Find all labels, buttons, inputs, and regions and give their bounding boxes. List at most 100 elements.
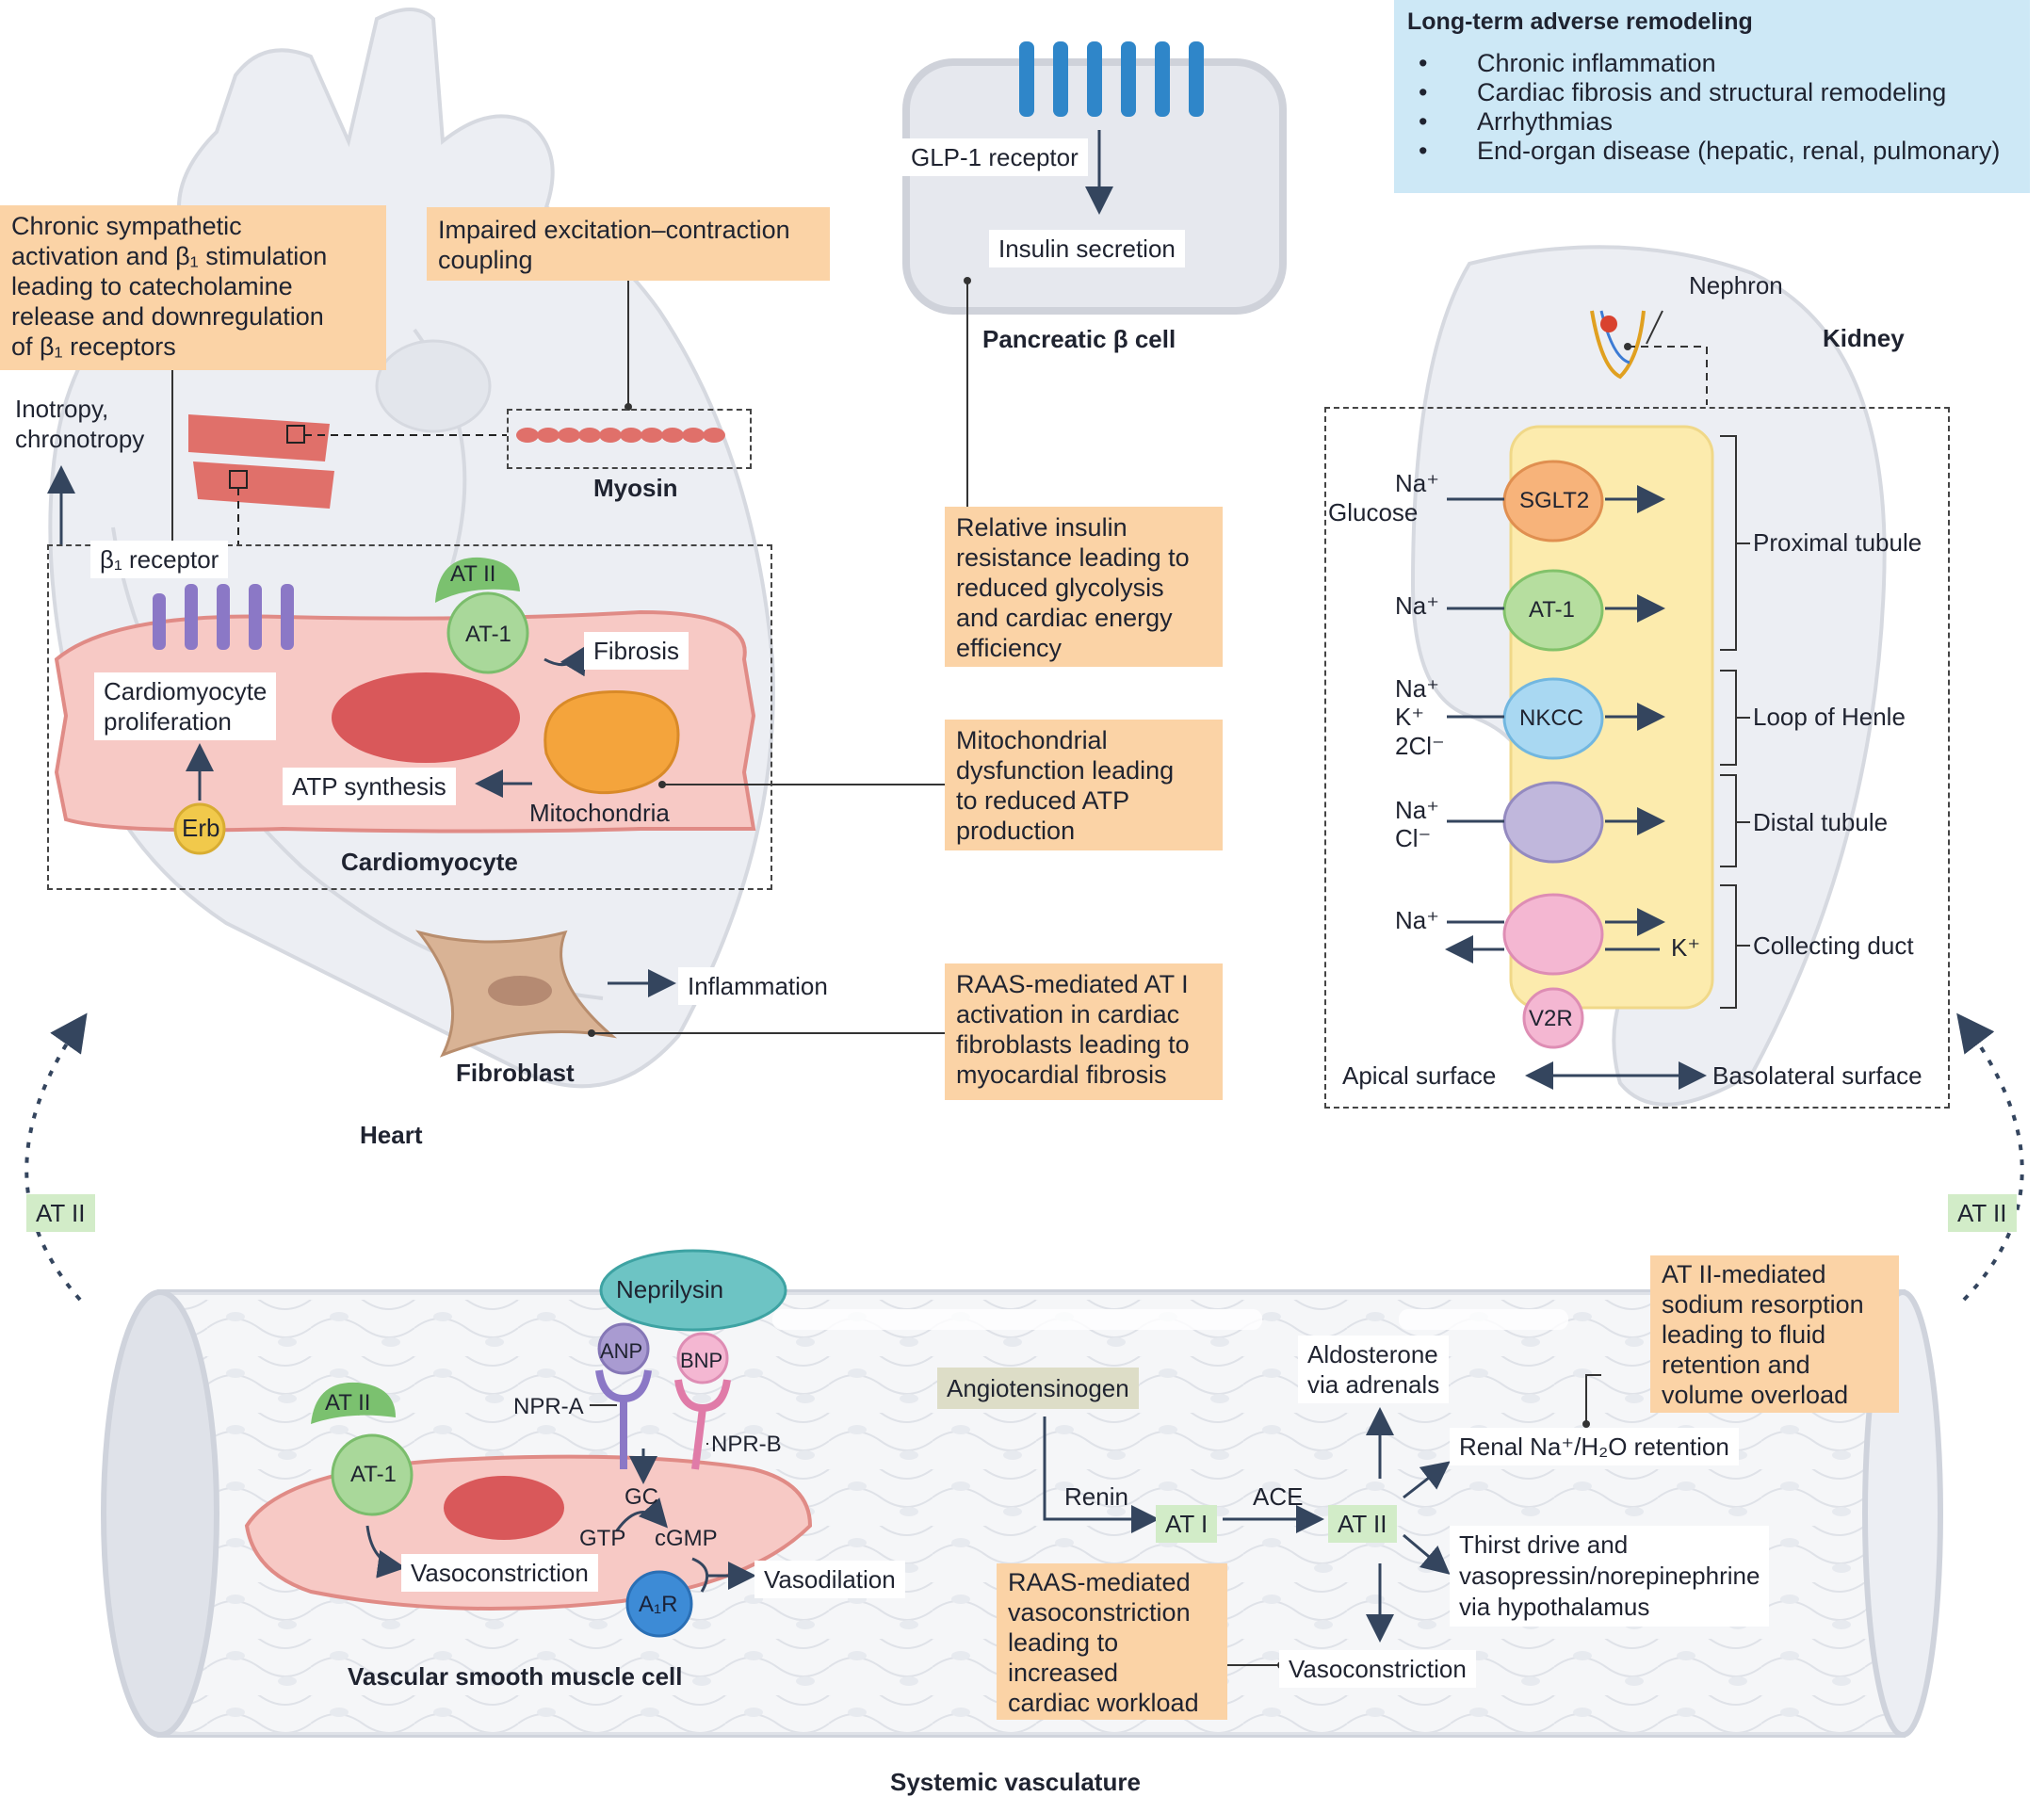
heart-title: Heart — [360, 1121, 423, 1149]
cardio-at1-label: AT-1 — [465, 622, 511, 647]
neprilysin-enzyme — [599, 1249, 787, 1332]
segment-label: Loop of Henle — [1753, 703, 1906, 731]
at1-transporter — [1502, 569, 1604, 652]
at1-receptor — [446, 591, 529, 674]
myosin-frame — [507, 409, 752, 469]
ion-label: Cl⁻ — [1395, 824, 1432, 852]
segment-label: Collecting duct — [1753, 931, 1914, 960]
anp-label: ANP — [600, 1339, 643, 1363]
ion-label: Na⁺ — [1395, 796, 1439, 824]
inflammation-label: Inflammation — [678, 967, 837, 1005]
fibroblast-label: Fibroblast — [456, 1059, 575, 1087]
adverse-item: •Cardiac fibrosis and structural remodel… — [1419, 78, 1947, 106]
apical-surface-label: Apical surface — [1342, 1061, 1497, 1090]
nprb-label: NPR-B — [711, 1432, 782, 1457]
anp-ligand — [597, 1322, 650, 1375]
adverse-item: •Chronic inflammation — [1419, 49, 1716, 77]
gtp-label: GTP — [579, 1526, 626, 1551]
angiotensinogen-label: Angiotensinogen — [937, 1368, 1139, 1409]
adverse-item: •End-organ disease (hepatic, renal, pulm… — [1419, 137, 2001, 165]
segment-label: Proximal tubule — [1753, 528, 1922, 557]
renin-label: Renin — [1064, 1482, 1128, 1511]
myosin-chain — [516, 428, 725, 443]
basolateral-surface-label: Basolateral surface — [1712, 1061, 1922, 1090]
sglt2-transporter — [1502, 460, 1604, 542]
collecting-transporter — [1502, 893, 1604, 976]
cardiomyocyte-frame — [47, 544, 772, 890]
vsmc-at1-label: AT-1 — [350, 1462, 397, 1487]
atp-synthesis-label: ATP synthesis — [283, 768, 456, 805]
ion-label: K⁺ — [1671, 933, 1701, 962]
adverse-item: •Arrhythmias — [1419, 107, 1614, 136]
beta1-receptor-label: β₁ receptor — [90, 541, 229, 578]
inotropy-label: Inotropy,chronotropy — [15, 395, 145, 453]
bnp-label: BNP — [680, 1349, 723, 1372]
insulin-secretion-label: Insulin secretion — [989, 230, 1185, 267]
bnp-ligand — [676, 1332, 729, 1384]
ec-coupling-box: Impaired excitation–contraction coupling — [427, 207, 830, 281]
nkcc-label: NKCC — [1519, 705, 1584, 731]
ion-label: Na⁺ — [1395, 674, 1439, 703]
vsmc-at2-label: AT II — [325, 1390, 371, 1416]
beta1-receptor-helices — [153, 584, 294, 650]
kidney-frame — [1324, 407, 1950, 1109]
pancreatic-title: Pancreatic β cell — [982, 325, 1176, 353]
ion-label: K⁺ — [1395, 703, 1425, 731]
mitochondria-label: Mitochondria — [529, 799, 670, 827]
nucleus — [332, 672, 520, 763]
kidney-at1-label: AT-1 — [1529, 597, 1575, 623]
ion-label: 2Cl⁻ — [1395, 732, 1445, 760]
at2-node: AT II — [1328, 1505, 1397, 1543]
ion-label: Na⁺ — [1395, 469, 1439, 497]
glp1-receptor-label: GLP-1 receptor — [901, 138, 1088, 176]
vsmc-at2-cap — [311, 1382, 396, 1424]
sglt2-label: SGLT2 — [1519, 488, 1590, 513]
cardiomyocyte-label: Cardiomyocyte — [341, 848, 518, 876]
a1r-label: A₁R — [639, 1592, 678, 1617]
vsmc-at1-receptor — [331, 1433, 414, 1516]
vsmc-nucleus — [444, 1476, 564, 1540]
gc-label: GC — [625, 1484, 658, 1510]
vsmc-vasoconstriction-label: Vasoconstriction — [401, 1554, 598, 1592]
mitochondrion — [543, 690, 680, 795]
nephron-glyph — [1590, 310, 1646, 380]
fibroblast-nucleus — [488, 976, 552, 1006]
at2-cap — [435, 557, 520, 603]
myosin-label: Myosin — [593, 474, 678, 502]
erb-label: Erb — [182, 814, 220, 842]
kidney-title: Kidney — [1823, 324, 1905, 352]
adverse-title: Long-term adverse remodeling — [1407, 8, 1753, 35]
erb-circle — [173, 802, 226, 855]
neprilysin-label: Neprilysin — [616, 1275, 724, 1303]
at1-node: AT I — [1156, 1505, 1218, 1543]
ace-label: ACE — [1253, 1482, 1304, 1511]
ion-label: Na⁺ — [1395, 591, 1439, 620]
nephron-label: Nephron — [1689, 271, 1783, 300]
cgmp-label: cGMP — [655, 1526, 718, 1551]
at2-right-badge: AT II — [1948, 1194, 2017, 1232]
ion-label: Glucose — [1328, 498, 1419, 526]
renal-retention-label: Renal Na⁺/H₂O retention — [1450, 1428, 1739, 1465]
segment-label: Distal tubule — [1753, 808, 1889, 836]
adverse-remodeling-box: Long-term adverse remodeling •Chronic in… — [1394, 0, 2030, 193]
v2r-receptor — [1522, 987, 1584, 1049]
fibrosis-label: Fibrosis — [584, 632, 689, 670]
ion-label: Na⁺ — [1395, 906, 1439, 934]
vasculature-title: Systemic vasculature — [890, 1768, 1141, 1796]
vasoconstriction-label: Vasoconstriction — [1279, 1650, 1476, 1688]
v2r-label: V2R — [1529, 1006, 1573, 1031]
sympathetic-box: Chronic sympathetic activation and β₁ st… — [0, 205, 386, 370]
nkcc-transporter — [1502, 677, 1604, 760]
at2-left-badge: AT II — [26, 1194, 95, 1232]
glp1-receptor-helices — [1019, 41, 1204, 117]
cardio-at2-label: AT II — [450, 561, 496, 587]
npra-label: NPR-A — [513, 1394, 584, 1419]
vsmc-title: Vascular smooth muscle cell — [348, 1662, 683, 1691]
